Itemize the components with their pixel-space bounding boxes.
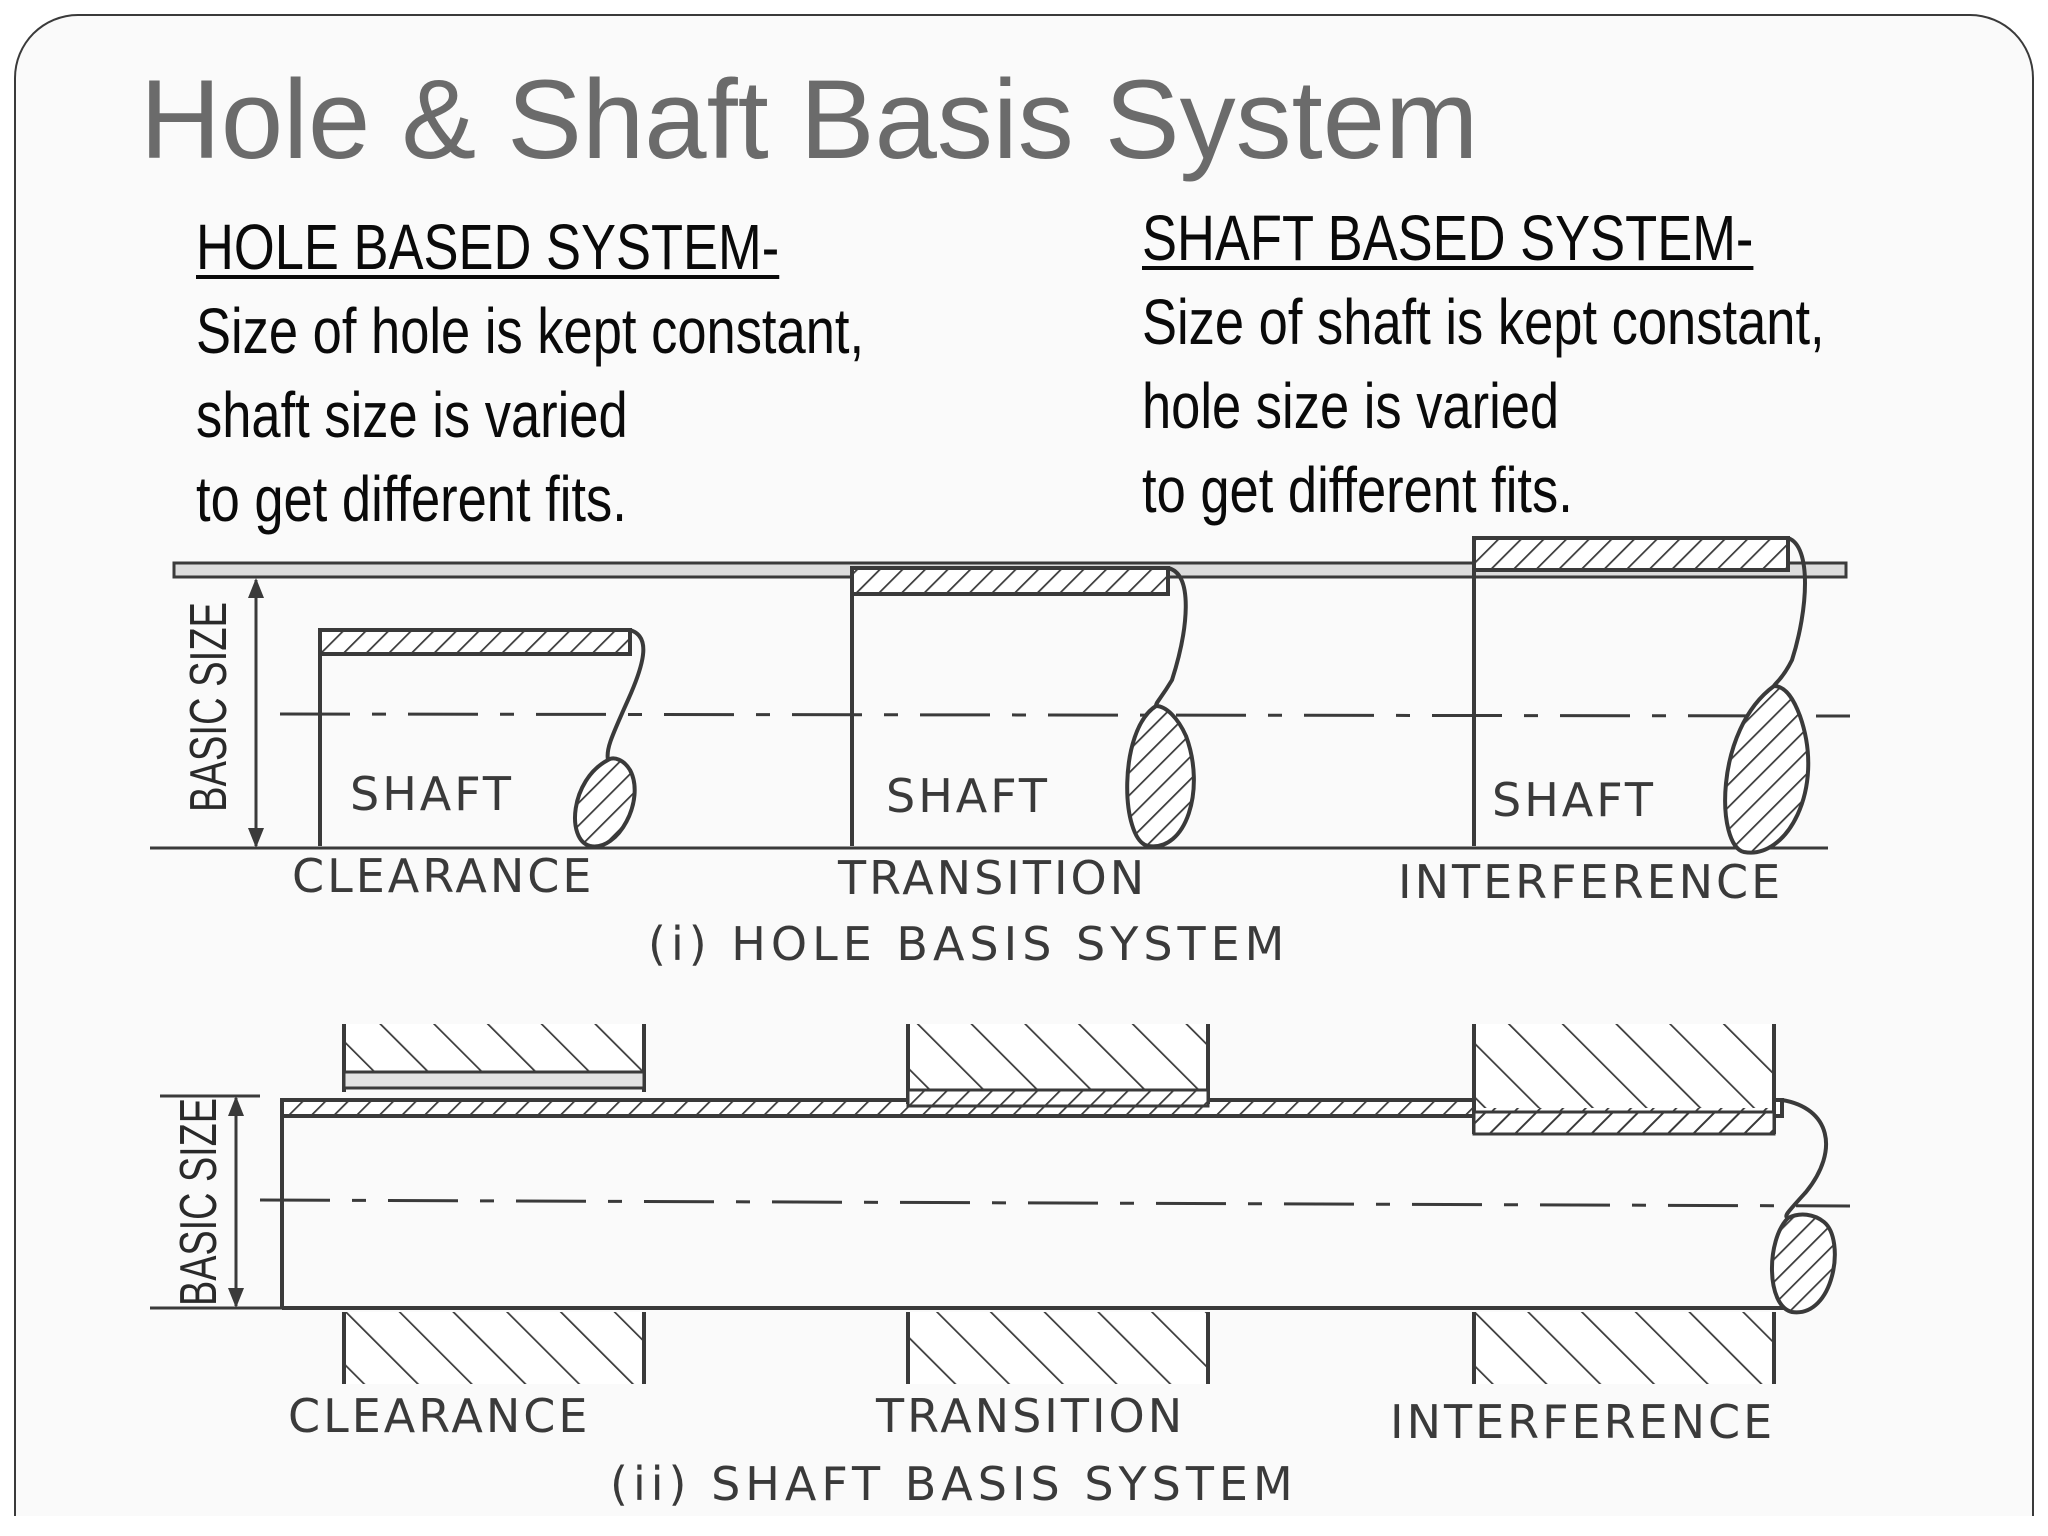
fit-label-interference: INTERFERENCE <box>1390 1395 1775 1449</box>
fit-label-clearance: CLEARANCE <box>292 849 594 903</box>
hole-system-description: HOLE BASED SYSTEM- Size of hole is kept … <box>196 205 864 541</box>
shaft-system-line: hole size is varied <box>1142 370 1560 442</box>
hole-system-line: shaft size is varied <box>196 379 628 451</box>
dimension-arrow <box>248 828 264 848</box>
shaft-interference <box>1472 536 1811 855</box>
shaft-system-line: to get different fits. <box>1142 454 1573 526</box>
dimension-arrow <box>228 1096 244 1116</box>
dimension-arrow <box>248 578 264 598</box>
hole-transition <box>906 1024 1210 1384</box>
hole-interference <box>1472 1024 1776 1384</box>
slide-frame <box>14 14 2034 1516</box>
shaft-system-line: Size of shaft is kept constant, <box>1142 286 1825 358</box>
hole-basis-figure <box>150 536 1851 855</box>
shaft-label: SHAFT <box>1492 773 1656 827</box>
shaft-label: SHAFT <box>886 769 1050 823</box>
figure-caption-shaft-basis: (ii) SHAFT BASIS SYSTEM <box>610 1457 1298 1511</box>
figure-caption-hole-basis: (i) HOLE BASIS SYSTEM <box>648 917 1289 971</box>
hole-clearance <box>342 1024 646 1384</box>
basic-size-label: BASIC SIZE <box>170 1098 228 1306</box>
page-title: Hole & Shaft Basis System <box>140 57 1479 182</box>
dimension-arrow <box>228 1288 244 1308</box>
hole-system-line: to get different fits. <box>196 463 627 535</box>
shaft-transition <box>850 566 1196 849</box>
basic-size-label: BASIC SIZE <box>180 602 238 812</box>
fit-label-transition: TRANSITION <box>837 851 1147 905</box>
hole-system-heading: HOLE BASED SYSTEM- <box>196 211 780 283</box>
fit-label-clearance: CLEARANCE <box>288 1389 590 1443</box>
shaft-basis-figure <box>150 1024 1851 1384</box>
fit-label-interference: INTERFERENCE <box>1398 855 1783 909</box>
center-line <box>259 1198 1851 1208</box>
shaft-label: SHAFT <box>350 767 514 821</box>
hole-system-line: Size of hole is kept constant, <box>196 295 865 367</box>
fit-label-transition: TRANSITION <box>875 1389 1185 1443</box>
shaft-clearance <box>318 628 646 849</box>
shaft-system-heading: SHAFT BASED SYSTEM- <box>1142 202 1754 274</box>
shaft-system-description: SHAFT BASED SYSTEM- Size of shaft is kep… <box>1142 196 1825 532</box>
center-line <box>279 712 1851 718</box>
